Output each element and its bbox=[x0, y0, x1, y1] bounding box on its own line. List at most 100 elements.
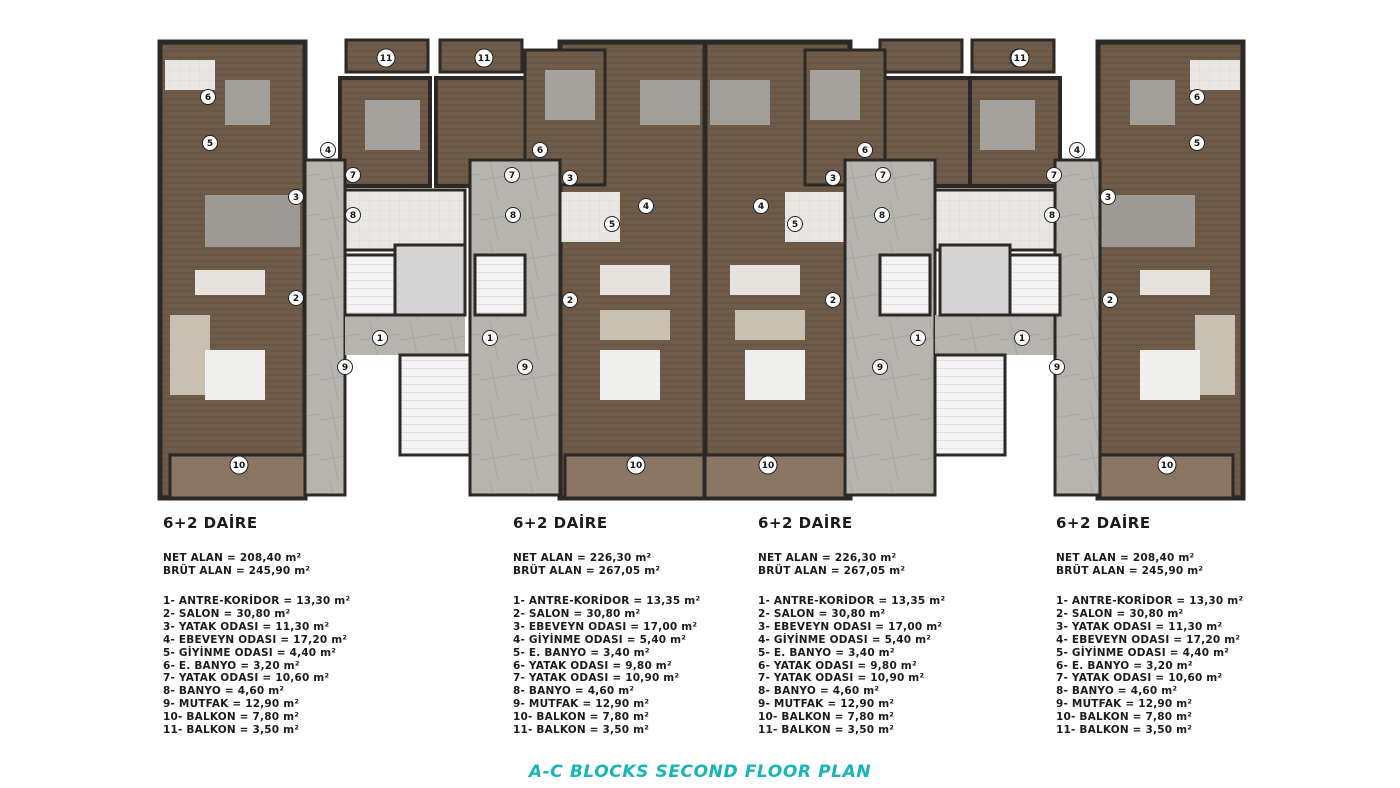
room-list-item: 6- E. BANYO = 3,20 m² bbox=[163, 659, 300, 672]
room-marker-circle bbox=[638, 198, 654, 214]
room-marker-circle bbox=[626, 455, 646, 475]
room-marker-circle bbox=[202, 135, 218, 151]
room-list-item: 9- MUTFAK = 12,90 m² bbox=[163, 698, 300, 711]
unit-info-1: 6+2 DAİRE NET ALAN = 208,40 m² BRÜT ALAN… bbox=[163, 514, 393, 737]
room-marker-label: 1 bbox=[377, 334, 383, 344]
room-marker-circle bbox=[1014, 330, 1030, 346]
floor-plan-illustration: 1165437821910117863452191011786345219101… bbox=[157, 38, 1246, 501]
room-marker-label: 9 bbox=[1054, 363, 1060, 373]
room-marker-circle bbox=[482, 330, 498, 346]
room-list-item: 10- BALKON = 7,80 m² bbox=[163, 711, 300, 724]
room-marker-circle bbox=[562, 170, 578, 186]
room-marker-circle bbox=[320, 142, 336, 158]
room-list-item: 10- BALKON = 7,80 m² bbox=[1056, 711, 1193, 724]
unit-info-2: 6+2 DAİRE NET ALAN = 226,30 m² BRÜT ALAN… bbox=[513, 514, 743, 737]
room-marker-circle bbox=[1046, 167, 1062, 183]
room-list-item: 11- BALKON = 3,50 m² bbox=[513, 724, 650, 737]
room-marker-circle bbox=[1044, 207, 1060, 223]
room-marker-circle bbox=[200, 89, 216, 105]
gross-area: BRÜT ALAN = 267,05 m² bbox=[758, 565, 906, 577]
room-list-item: 3- YATAK ODASI = 11,30 m² bbox=[163, 620, 330, 633]
room-marker-label: 4 bbox=[325, 146, 331, 156]
room-marker-circle bbox=[1100, 189, 1116, 205]
room-list-item: 5- E. BANYO = 3,40 m² bbox=[513, 646, 650, 659]
gross-area: BRÜT ALAN = 245,90 m² bbox=[163, 565, 311, 577]
room-marker-circle bbox=[337, 359, 353, 375]
unit-areas: NET ALAN = 226,30 m² BRÜT ALAN = 267,05 … bbox=[513, 552, 743, 578]
room-marker-label: 5 bbox=[1194, 139, 1200, 149]
room-list-item: 7- YATAK ODASI = 10,60 m² bbox=[1056, 672, 1223, 685]
unit-info-4: 6+2 DAİRE NET ALAN = 208,40 m² BRÜT ALAN… bbox=[1056, 514, 1286, 737]
room-marker-circle bbox=[1157, 455, 1177, 475]
room-marker-circle bbox=[517, 359, 533, 375]
room-list-item: 6- E. BANYO = 3,20 m² bbox=[1056, 659, 1193, 672]
room-marker-circle bbox=[872, 359, 888, 375]
room-list-item: 5- GİYİNME ODASI = 4,40 m² bbox=[163, 646, 337, 659]
room-marker-circle bbox=[758, 455, 778, 475]
room-marker-circle bbox=[532, 142, 548, 158]
room-marker-circle bbox=[474, 48, 494, 68]
room-marker-circle bbox=[1102, 292, 1118, 308]
room-marker-circle bbox=[825, 170, 841, 186]
room-marker-label: 10 bbox=[1161, 461, 1174, 471]
room-marker-label: 3 bbox=[567, 174, 573, 184]
room-list-item: 4- EBEVEYN ODASI = 17,20 m² bbox=[163, 633, 348, 646]
room-marker-label: 3 bbox=[293, 193, 299, 203]
room-list-item: 5- GİYİNME ODASI = 4,40 m² bbox=[1056, 646, 1230, 659]
stairwells bbox=[343, 243, 1062, 457]
room-marker-circle bbox=[875, 167, 891, 183]
room-marker-label: 5 bbox=[609, 220, 615, 230]
room-marker-circle bbox=[376, 48, 396, 68]
room-marker-circle bbox=[825, 292, 841, 308]
room-list-item: 11- BALKON = 3,50 m² bbox=[758, 724, 895, 737]
room-list-item: 1- ANTRE-KORİDOR = 13,30 m² bbox=[1056, 595, 1244, 607]
room-marker-circle bbox=[345, 167, 361, 183]
room-marker-label: 6 bbox=[862, 146, 868, 156]
room-marker-circle bbox=[753, 198, 769, 214]
unit-2-plan bbox=[434, 38, 708, 501]
unit-areas: NET ALAN = 208,40 m² BRÜT ALAN = 245,90 … bbox=[1056, 552, 1286, 578]
unit-areas: NET ALAN = 208,40 m² BRÜT ALAN = 245,90 … bbox=[163, 552, 393, 578]
net-area: NET ALAN = 226,30 m² bbox=[758, 552, 897, 564]
room-list-item: 1- ANTRE-KORİDOR = 13,30 m² bbox=[163, 595, 351, 607]
room-marker-label: 7 bbox=[509, 171, 515, 181]
room-list-item: 2- SALON = 30,80 m² bbox=[163, 607, 291, 620]
room-marker-label: 6 bbox=[205, 93, 211, 103]
room-marker-label: 7 bbox=[1051, 171, 1057, 181]
room-marker-circle bbox=[604, 216, 620, 232]
room-marker-label: 10 bbox=[233, 461, 246, 471]
room-marker-label: 6 bbox=[1194, 93, 1200, 103]
unit-areas: NET ALAN = 226,30 m² BRÜT ALAN = 267,05 … bbox=[758, 552, 988, 578]
room-marker-label: 10 bbox=[762, 461, 775, 471]
room-list-item: 10- BALKON = 7,80 m² bbox=[513, 711, 650, 724]
room-list-item: 9- MUTFAK = 12,90 m² bbox=[1056, 698, 1193, 711]
room-list-item: 3- EBEVEYN ODASI = 17,00 m² bbox=[758, 620, 943, 633]
room-marker-circle bbox=[288, 290, 304, 306]
room-marker-label: 1 bbox=[487, 334, 493, 344]
room-marker-circle bbox=[910, 330, 926, 346]
room-marker-circle bbox=[229, 455, 249, 475]
room-list-item: 11- BALKON = 3,50 m² bbox=[1056, 724, 1193, 737]
room-list-item: 6- YATAK ODASI = 9,80 m² bbox=[513, 659, 672, 672]
room-marker-label: 2 bbox=[830, 296, 836, 306]
room-marker-label: 9 bbox=[342, 363, 348, 373]
room-list-item: 10- BALKON = 7,80 m² bbox=[758, 711, 895, 724]
room-marker-circle bbox=[372, 330, 388, 346]
room-marker-circle bbox=[1189, 135, 1205, 151]
room-list-item: 5- E. BANYO = 3,40 m² bbox=[758, 646, 895, 659]
room-marker-label: 10 bbox=[630, 461, 643, 471]
room-marker-circle bbox=[787, 216, 803, 232]
room-list-item: 3- YATAK ODASI = 11,30 m² bbox=[1056, 620, 1223, 633]
room-list-item: 2- SALON = 30,80 m² bbox=[758, 607, 886, 620]
room-marker-label: 8 bbox=[510, 211, 516, 221]
room-list-item: 8- BANYO = 4,60 m² bbox=[1056, 685, 1178, 698]
room-marker-label: 3 bbox=[830, 174, 836, 184]
room-marker-label: 2 bbox=[567, 296, 573, 306]
unit-title: 6+2 DAİRE bbox=[758, 514, 853, 532]
room-marker-circle bbox=[288, 189, 304, 205]
room-marker-label: 7 bbox=[350, 171, 356, 181]
room-marker-label: 4 bbox=[758, 202, 764, 212]
room-marker-label: 1 bbox=[1019, 334, 1025, 344]
room-list: 1- ANTRE-KORİDOR = 13,30 m² 2- SALON = 3… bbox=[163, 595, 393, 737]
net-area: NET ALAN = 208,40 m² bbox=[1056, 552, 1195, 564]
